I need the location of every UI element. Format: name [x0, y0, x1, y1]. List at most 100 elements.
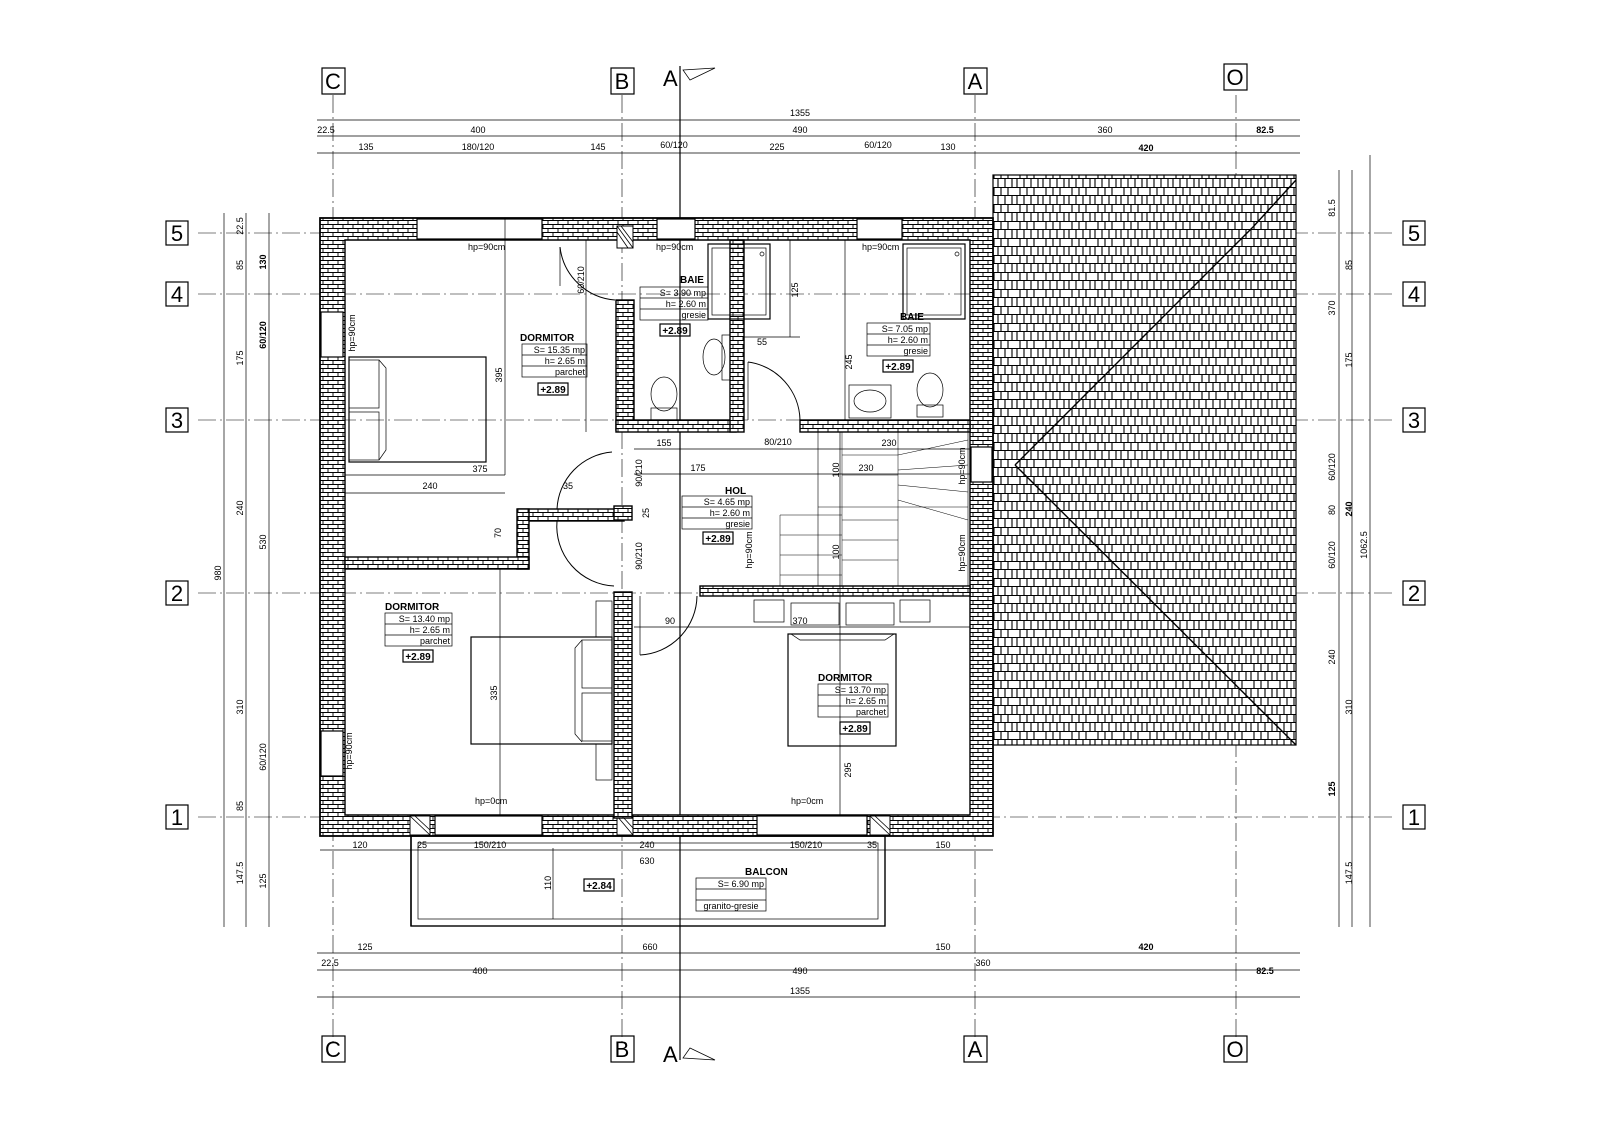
dim-label: 225 — [769, 142, 784, 152]
axis-labels: C C B B A A O O 5 5 — [165, 63, 1426, 1063]
dim-label: 90/210 — [634, 542, 644, 570]
balcony — [410, 835, 886, 927]
dim-label: 135 — [358, 142, 373, 152]
dim-label: 150 — [935, 942, 950, 952]
dim-label: 230 — [858, 463, 873, 473]
dim-label: 150/210 — [474, 840, 507, 850]
furniture — [348, 243, 969, 781]
dim-label: 370 — [792, 616, 807, 626]
dim-label: 22.5 — [235, 217, 245, 235]
svg-text:3: 3 — [1408, 408, 1420, 433]
dim-label: 82.5 — [1256, 125, 1274, 135]
svg-text:O: O — [1226, 65, 1243, 90]
axis-label-column-a: A A — [963, 67, 988, 1063]
dim-label: 360 — [1097, 125, 1112, 135]
dim-label: 530 — [258, 534, 268, 549]
dim-label: 395 — [494, 367, 504, 382]
dim-label: 360 — [975, 958, 990, 968]
dim-label: 150/210 — [790, 840, 823, 850]
svg-text:h= 2.60 m: h= 2.60 m — [666, 299, 706, 309]
svg-text:B: B — [615, 1037, 630, 1062]
dim-label: 22.5 — [321, 958, 339, 968]
svg-text:C: C — [325, 69, 341, 94]
bed-bedroom-1 — [348, 356, 487, 463]
room-label-hallway: HOL S= 4.65 mp h= 2.60 m gresie +2.89 — [681, 486, 753, 545]
svg-text:+2.89: +2.89 — [662, 326, 688, 337]
dim-label: 125 — [258, 873, 268, 888]
dim-label: 240 — [639, 840, 654, 850]
svg-text:C: C — [325, 1037, 341, 1062]
dimension-lines-sides: 22.5 85 175 240 310 85 147.5 980 130 60/… — [213, 155, 1371, 927]
svg-text:parchet: parchet — [420, 636, 451, 646]
svg-text:h= 2.65 m: h= 2.65 m — [545, 356, 585, 366]
dim-label: 125 — [1327, 781, 1337, 796]
dim-label: 55 — [757, 337, 767, 347]
axis-label-column-c: C C — [321, 67, 346, 1063]
svg-text:S= 3.90 mp: S= 3.90 mp — [660, 288, 706, 298]
note-label: hp=0cm — [791, 796, 823, 806]
dim-label: 60/120 — [1327, 541, 1337, 569]
svg-text:gresie: gresie — [681, 310, 706, 320]
dim-label: 310 — [235, 699, 245, 714]
axis-label-row-5: 5 5 — [165, 220, 1426, 246]
dim-label: 980 — [213, 565, 223, 580]
note-label: hp=90cm — [347, 314, 357, 351]
svg-text:HOL: HOL — [725, 486, 746, 497]
svg-text:2: 2 — [171, 581, 183, 606]
bed-bedroom-3 — [753, 599, 931, 747]
svg-text:S= 15.35 mp: S= 15.35 mp — [534, 345, 585, 355]
axis-label-row-1: 1 1 — [165, 804, 1426, 830]
dimension-lines-top: 1355 22.5 400 490 360 82.5 135 180/120 1… — [317, 108, 1300, 154]
note-label: hp=90cm — [744, 531, 754, 568]
svg-text:A: A — [968, 1037, 983, 1062]
svg-text:5: 5 — [1408, 221, 1420, 246]
svg-text:+2.89: +2.89 — [540, 385, 566, 396]
svg-text:gresie: gresie — [903, 346, 928, 356]
svg-text:B: B — [615, 69, 630, 94]
dim-label: 175 — [235, 350, 245, 365]
dim-label: 240 — [1327, 649, 1337, 664]
svg-text:S= 7.05 mp: S= 7.05 mp — [882, 324, 928, 334]
dim-label: 100 — [831, 544, 841, 559]
note-label: hp=90cm — [468, 242, 505, 252]
svg-text:A: A — [968, 69, 983, 94]
dim-label: 660 — [642, 942, 657, 952]
staircase — [779, 431, 969, 587]
dim-label: 335 — [489, 685, 499, 700]
axis-label-column-b: B B — [610, 67, 635, 1063]
dim-label: 60/120 — [258, 743, 268, 771]
dim-label: 245 — [844, 354, 854, 369]
svg-text:DORMITOR: DORMITOR — [520, 333, 575, 344]
axis-label-row-4: 4 4 — [165, 281, 1426, 307]
svg-text:O: O — [1226, 1037, 1243, 1062]
dim-label: 120 — [352, 840, 367, 850]
dim-label: 400 — [472, 966, 487, 976]
dim-label: 60/120 — [1327, 453, 1337, 481]
interior-notes: 395 375 240 35 70 335 155 80/210 230 175… — [320, 218, 993, 919]
note-label: hp=90cm — [957, 534, 967, 571]
room-label-bath-1: BAIE S= 3.90 mp h= 2.60 m gresie +2.89 — [639, 275, 709, 337]
dim-label: 100 — [831, 462, 841, 477]
dim-label: 125 — [790, 282, 800, 297]
dim-label: 490 — [792, 966, 807, 976]
svg-text:S= 13.40 mp: S= 13.40 mp — [399, 614, 450, 624]
dim-label: 180/120 — [462, 142, 495, 152]
svg-text:S= 13.70 mp: S= 13.70 mp — [835, 685, 886, 695]
dim-label: 80/210 — [764, 437, 792, 447]
dim-label: 130 — [940, 142, 955, 152]
exterior-walls — [319, 217, 994, 837]
svg-text:A: A — [663, 1042, 678, 1067]
dim-top-total: 1355 — [790, 108, 810, 118]
room-label-balcony: BALCON S= 6.90 mp granito-gresie +2.84 — [583, 867, 788, 912]
room-label-bedroom-2: DORMITOR S= 13.40 mp h= 2.65 m parchet +… — [384, 602, 453, 663]
svg-text:+2.89: +2.89 — [705, 534, 731, 545]
svg-text:S= 4.65 mp: S= 4.65 mp — [704, 497, 750, 507]
dim-label: 375 — [472, 464, 487, 474]
room-label-bedroom-1: DORMITOR S= 15.35 mp h= 2.65 m parchet +… — [520, 333, 588, 396]
svg-text:1: 1 — [171, 805, 183, 830]
dim-label: 175 — [1344, 352, 1354, 367]
svg-text:gresie: gresie — [725, 519, 750, 529]
svg-text:BAIE: BAIE — [900, 312, 924, 323]
dim-label: 175 — [690, 463, 705, 473]
